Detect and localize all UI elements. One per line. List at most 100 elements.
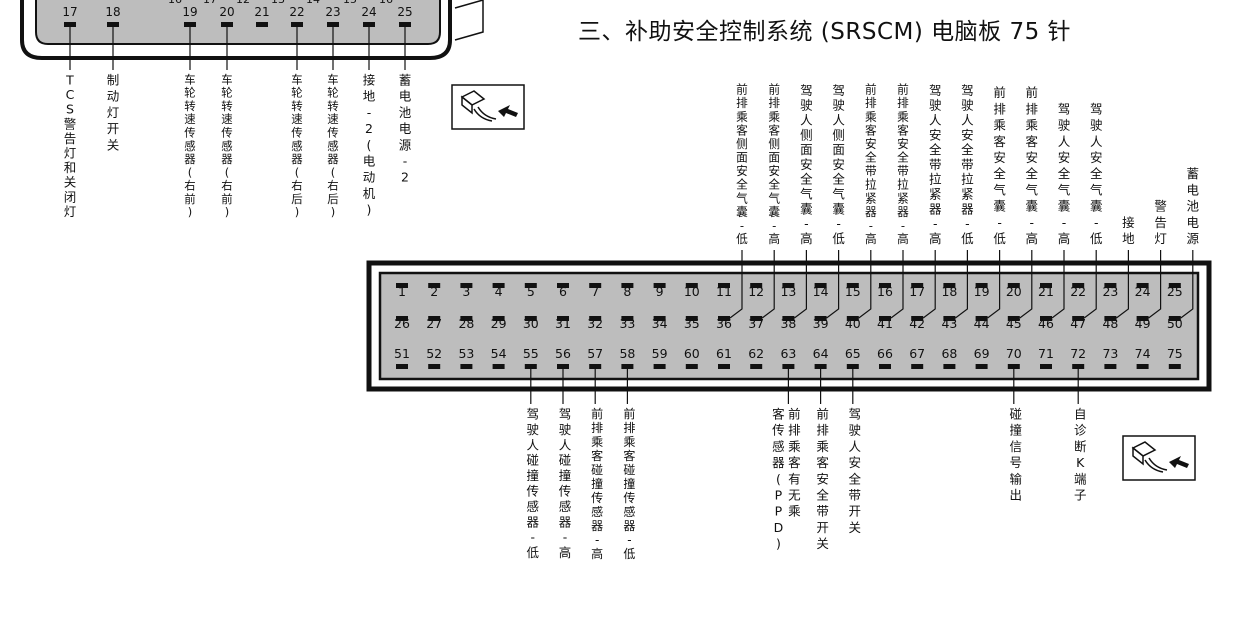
pin-label-48-char: 地 bbox=[1122, 231, 1135, 246]
pin-label-56-char: 碰 bbox=[559, 453, 572, 468]
pin-label-42-char: 安 bbox=[929, 127, 942, 142]
pin-terminal bbox=[685, 316, 698, 321]
pin-number: 23 bbox=[325, 5, 340, 19]
pin-label-42-char: 驾 bbox=[929, 83, 942, 98]
pin-label-22-char: 转 bbox=[291, 99, 302, 113]
pin-number: 52 bbox=[426, 346, 442, 361]
pin-terminal bbox=[943, 283, 956, 288]
pin-label-72-char: K bbox=[1076, 455, 1085, 470]
pin-label-36-char: 乘 bbox=[736, 110, 748, 124]
pin-label-50-char: 源 bbox=[1187, 231, 1200, 246]
pin-label-57-char: 客 bbox=[591, 448, 603, 463]
pin-terminal bbox=[943, 364, 956, 369]
pin-label-46-char: - bbox=[1062, 215, 1067, 230]
pin-label-43-char: 全 bbox=[961, 142, 974, 157]
pin-terminal bbox=[492, 316, 505, 321]
pin-label-37-char: 全 bbox=[768, 178, 780, 192]
pin-label-20-char: 传 bbox=[221, 126, 232, 140]
pin-number: 57 bbox=[587, 346, 603, 361]
pin-label-17-char: 和 bbox=[64, 160, 77, 175]
pin-label-45-char: 客 bbox=[1026, 134, 1039, 149]
pin-terminal bbox=[399, 22, 411, 27]
pin-label-36-char: 面 bbox=[736, 151, 748, 165]
pin-label-40-char: - bbox=[869, 218, 873, 232]
pin-number: 3 bbox=[462, 284, 470, 299]
pin-label-37-char: 气 bbox=[768, 191, 780, 205]
pin-label-55-char: 撞 bbox=[527, 468, 540, 483]
pin-label-17-char: 闭 bbox=[64, 189, 77, 204]
pin-terminal bbox=[879, 283, 891, 288]
pin-label-20-char: 器 bbox=[221, 152, 233, 166]
pin-label-37-char: 前 bbox=[768, 83, 780, 97]
pin-number: 59 bbox=[652, 346, 668, 361]
pin-number: 69 bbox=[974, 346, 990, 361]
pin-terminal bbox=[460, 283, 473, 288]
pin-terminal bbox=[396, 364, 408, 369]
pin-number-partial: 12 bbox=[236, 0, 250, 6]
pin-label-19-char: 器 bbox=[184, 152, 196, 166]
pin-label-58-char: 客 bbox=[623, 448, 635, 463]
arrow-icon bbox=[1169, 456, 1189, 468]
pin-label-49-char: 灯 bbox=[1154, 231, 1167, 246]
pin-label-39-char: 驾 bbox=[832, 83, 845, 98]
pin-label-64-char: 乘 bbox=[816, 439, 829, 454]
pin-terminal bbox=[846, 364, 859, 369]
pin-terminal bbox=[975, 364, 988, 369]
pin-label-58-char: 低 bbox=[623, 547, 635, 561]
pin-label-64-char: 客 bbox=[816, 455, 829, 470]
pin-label-38-char: 囊 bbox=[800, 201, 813, 216]
pin-label-64-char: 关 bbox=[816, 536, 829, 551]
pin-number: 21 bbox=[254, 5, 269, 19]
pin-label-57-char: 器 bbox=[591, 519, 603, 533]
pin-label-63-b-char: 传 bbox=[772, 423, 785, 438]
pin-terminal bbox=[653, 283, 666, 288]
pin-label-23-char: 转 bbox=[327, 99, 338, 113]
pin-label-22-char: 速 bbox=[291, 112, 302, 126]
pin-label-37-char: 囊 bbox=[768, 205, 780, 219]
pin-terminal bbox=[1104, 364, 1117, 369]
pin-label-47-char: 气 bbox=[1090, 182, 1103, 197]
pin-terminal bbox=[1040, 364, 1052, 369]
pin-label-22-char: 感 bbox=[291, 139, 302, 153]
pin-label-18-char: 制 bbox=[107, 73, 120, 88]
pin-label-42-char: 带 bbox=[929, 157, 942, 172]
pin-label-20-char: 轮 bbox=[221, 86, 232, 100]
pin-number: 56 bbox=[555, 346, 571, 361]
pin-terminal bbox=[428, 316, 441, 321]
pin-label-45-char: 囊 bbox=[1026, 199, 1039, 214]
pin-label-70-char: 撞 bbox=[1010, 423, 1023, 438]
pin-label-44-char: - bbox=[997, 215, 1002, 230]
pin-label-45-char: 前 bbox=[1026, 85, 1039, 100]
pin-lead bbox=[729, 250, 743, 319]
pin-label-63-a-char: 客 bbox=[788, 455, 801, 470]
pin-terminal bbox=[492, 283, 505, 288]
pin-terminal bbox=[1007, 316, 1020, 321]
pin-number: 8 bbox=[623, 284, 631, 299]
pin-lead bbox=[1148, 250, 1162, 319]
pin-label-43-char: 拉 bbox=[961, 172, 974, 187]
pin-terminal bbox=[1136, 364, 1149, 369]
pin-label-24-char: 接 bbox=[363, 73, 376, 88]
pin-terminal bbox=[327, 22, 339, 27]
pin-number: 68 bbox=[941, 346, 957, 361]
pin-label-18-char: 开 bbox=[107, 121, 120, 136]
pin-label-57-char: 乘 bbox=[591, 435, 603, 449]
pin-label-48-char: 接 bbox=[1122, 215, 1135, 230]
pin-label-46-char: 驶 bbox=[1058, 118, 1071, 133]
pin-label-19-char: 传 bbox=[184, 126, 195, 140]
pin-label-46-char: 高 bbox=[1058, 231, 1071, 246]
pin-terminal bbox=[653, 364, 666, 369]
pin-terminal bbox=[107, 22, 119, 27]
pin-label-20-char: ( bbox=[225, 165, 229, 179]
pin-terminal bbox=[846, 283, 859, 288]
pin-label-63-a-char: 乘 bbox=[788, 504, 801, 519]
pin-label-39-char: 面 bbox=[832, 142, 845, 157]
pin-label-23-char: 右 bbox=[327, 179, 338, 193]
pin-label-55-char: 传 bbox=[527, 484, 540, 499]
pin-label-63-b-char: 器 bbox=[772, 455, 785, 470]
